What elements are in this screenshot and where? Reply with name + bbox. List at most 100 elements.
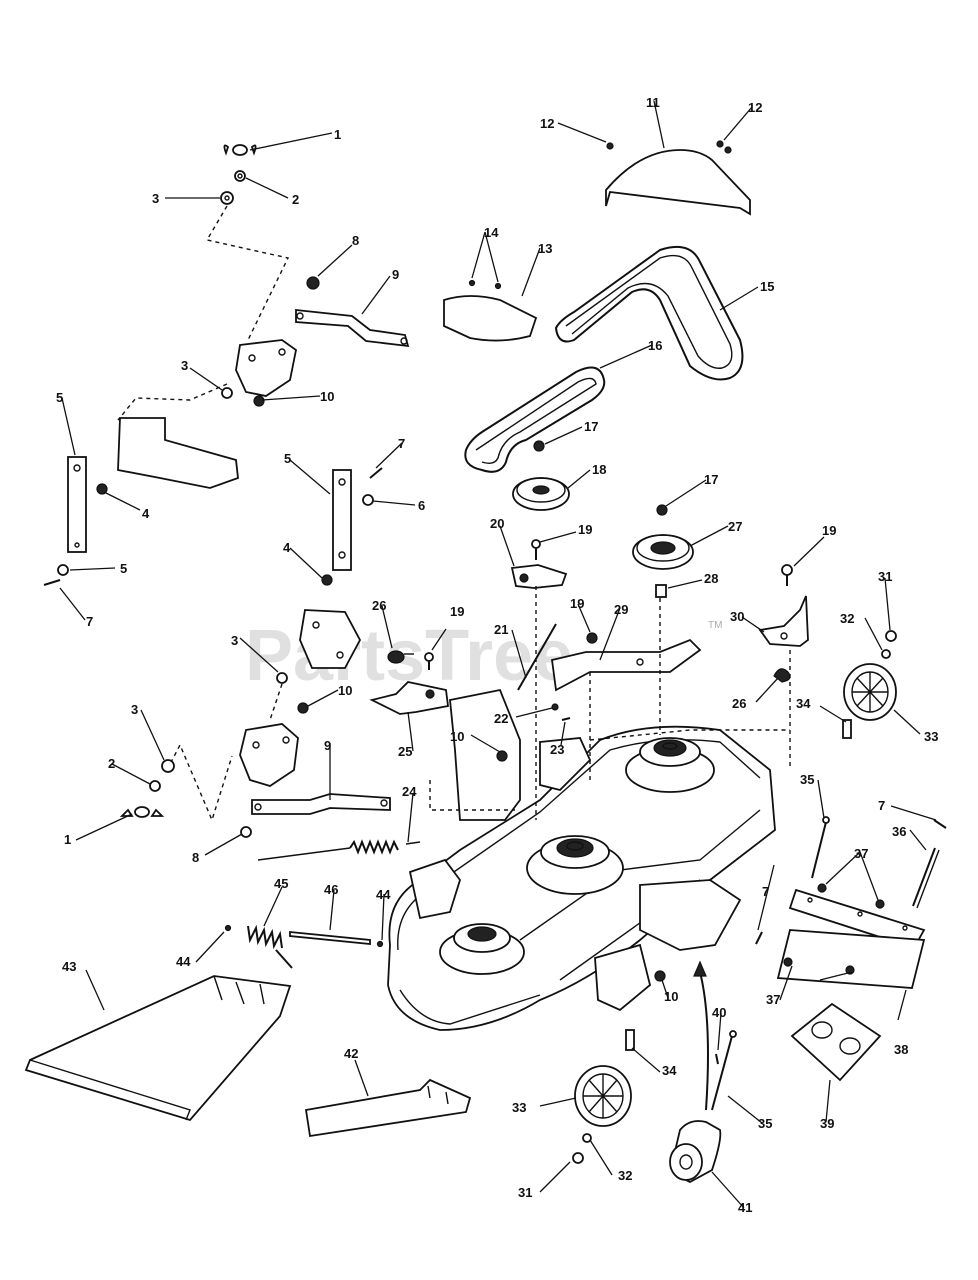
- nut-part-10-front: [654, 970, 666, 982]
- lift-link-part-lower: [251, 793, 391, 815]
- nut-part-37b: [783, 957, 855, 975]
- pin-part-40: [715, 1053, 719, 1065]
- callout-label: 5: [56, 390, 63, 405]
- callout-label: 19: [570, 596, 584, 611]
- hanger-bracket-part-lower: [239, 723, 299, 787]
- dashed-guide-lower: [166, 683, 283, 823]
- idler-bracket-part-29: [551, 638, 702, 692]
- callout-label: 31: [878, 569, 892, 584]
- callout-label: 22: [494, 711, 508, 726]
- callout-label: 41: [738, 1200, 752, 1215]
- wing-nut-part-upper: [223, 144, 257, 156]
- callout-label: 24: [402, 784, 417, 799]
- pin-part-23: [561, 717, 571, 721]
- bolt-part-19d: [781, 564, 793, 586]
- washer-part-31b: [572, 1152, 584, 1164]
- callout-label: 20: [490, 516, 504, 531]
- callout-label: 17: [584, 419, 598, 434]
- spindle-pulley-part-left: [439, 923, 525, 975]
- spacer-part-28: [655, 584, 667, 598]
- flat-washer-part-bottom: [161, 759, 175, 773]
- callout-label: 21: [494, 622, 508, 637]
- callout-label: 8: [352, 233, 359, 248]
- callout-label: 6: [418, 498, 425, 513]
- rod-part-35b: [711, 1030, 737, 1111]
- idler-pulley-part-27: [632, 534, 694, 570]
- callout-label: 14: [484, 225, 499, 240]
- callout-label: 31: [518, 1185, 532, 1200]
- shoulder-bolt-part-34a: [842, 719, 852, 739]
- nut-part-17a: [533, 440, 545, 452]
- callout-label: 33: [924, 729, 938, 744]
- nut-part-17b: [656, 504, 668, 516]
- bolt-part-19b: [586, 632, 598, 644]
- callout-label: 9: [392, 267, 399, 282]
- deflector-part-42: [304, 1078, 472, 1138]
- callout-label: 15: [760, 279, 774, 294]
- callout-numbers: 1 2 3 8 9 3 10 5 4 5 7 7 5 6 4 3 10 3 2 …: [56, 95, 938, 1215]
- callout-label: 10: [320, 389, 334, 404]
- bolt-part-19a: [531, 539, 541, 560]
- deck-arrowhead: [693, 960, 707, 977]
- cotter-pin-part-7b: [933, 819, 947, 829]
- callout-label: 35: [800, 772, 814, 787]
- callout-label: 7: [762, 884, 769, 899]
- callout-label: 4: [142, 506, 150, 521]
- hitch-plate-part-38: [776, 888, 926, 989]
- washer-part-32b: [582, 1133, 592, 1143]
- callout-label: 18: [592, 462, 606, 477]
- discharge-chute-part-43: [24, 975, 292, 1122]
- cotter-pin-part-left: [43, 579, 61, 586]
- callout-label: 12: [540, 116, 554, 131]
- callout-label: 26: [732, 696, 746, 711]
- push-nut-part-44a: [224, 924, 232, 932]
- callout-label: 29: [614, 602, 628, 617]
- rod-part-46: [289, 931, 371, 945]
- hanger-bracket-part-mid: [299, 609, 362, 669]
- callout-label: 3: [131, 702, 138, 717]
- washer-part-upper: [234, 170, 246, 182]
- callout-label: 45: [274, 876, 288, 891]
- belt-part-16: [464, 366, 606, 473]
- rod-part-21: [517, 623, 557, 691]
- callout-label: 34: [796, 696, 811, 711]
- shoulder-bolt-part-34b: [625, 1029, 635, 1051]
- callout-label: 11: [646, 95, 660, 110]
- callout-label: 7: [878, 798, 885, 813]
- callout-label: 19: [578, 522, 592, 537]
- callout-label: 43: [62, 959, 76, 974]
- nut-part-37a: [817, 883, 885, 909]
- callout-label: 23: [550, 742, 564, 757]
- dashed-guide-upper: [117, 205, 290, 421]
- callout-label: 10: [450, 729, 464, 744]
- spring-part-26a: [387, 650, 414, 664]
- callout-label: 44: [376, 887, 391, 902]
- nut-part-upper: [306, 276, 320, 290]
- leader-lines: [59, 100, 937, 1209]
- bolt-part-19c: [424, 652, 434, 670]
- callout-label: 46: [324, 882, 338, 897]
- roller-part-41: [669, 1120, 722, 1183]
- hanger-bracket-part-upper: [235, 339, 297, 397]
- deck-arrow: [699, 971, 709, 1111]
- callout-label: 19: [822, 523, 836, 538]
- push-nut-part-44b: [376, 940, 384, 948]
- callout-label: 5: [284, 451, 291, 466]
- nut-part-bottom: [240, 826, 252, 838]
- callout-label: 4: [283, 540, 291, 555]
- callout-label: 37: [766, 992, 780, 1007]
- callout-label: 36: [892, 824, 906, 839]
- callout-label: 30: [730, 609, 744, 624]
- lift-link-part-upper: [295, 308, 410, 348]
- screw-part-14: [468, 279, 502, 290]
- callout-label: 1: [64, 832, 71, 847]
- spindle-pulley-part-center: [526, 835, 624, 895]
- callout-label: 38: [894, 1042, 908, 1057]
- callout-label: 13: [538, 241, 552, 256]
- lock-nut-part-mid: [321, 574, 333, 586]
- flat-washer-part-mid: [221, 387, 233, 399]
- callout-label: 32: [840, 611, 854, 626]
- gauge-wheel-part-33a: [843, 663, 897, 721]
- callout-label: 39: [820, 1116, 834, 1131]
- callout-label: 27: [728, 519, 742, 534]
